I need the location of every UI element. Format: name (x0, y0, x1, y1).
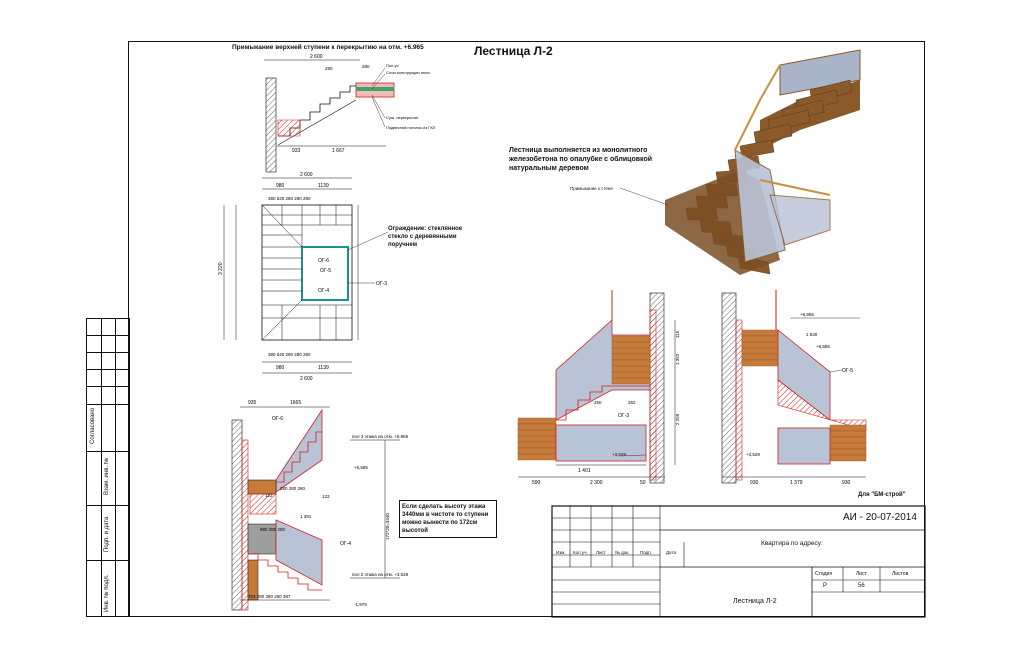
drawing-frame (128, 41, 925, 617)
drawing-title: Лестница Л-2 (474, 44, 553, 58)
junction-section: 933 1 667 2 600 280 280 Пол-ус Слои конс… (264, 54, 436, 173)
svg-text:3 220: 3 220 (218, 262, 224, 275)
svg-text:1 391: 1 391 (300, 514, 312, 519)
svg-text:930: 930 (750, 480, 759, 486)
plan-label-og3: ОГ-3 (376, 281, 387, 287)
svg-text:+3,529: +3,529 (746, 452, 760, 457)
svg-text:980 280 280: 980 280 280 (260, 527, 286, 532)
label-floor-3: пол 3 этажа на отм. +6.965 (352, 434, 409, 439)
svg-text:122: 122 (265, 493, 273, 498)
description-note: Лестница выполняется из монолитного желе… (509, 147, 653, 172)
plan-view: 2 600 980 1139 380 520 280 280 280 (218, 172, 389, 382)
svg-text:-1,979: -1,979 (354, 602, 367, 607)
stamp-header-sign: Подп. (640, 550, 652, 555)
svg-text:2 259: 2 259 (675, 413, 680, 425)
callout-slab: Суш. перекрытие (386, 115, 419, 120)
svg-text:172*20=3440: 172*20=3440 (385, 513, 390, 540)
svg-text:+3,529: +3,529 (612, 452, 626, 457)
railing-note: Ограждение: стеклянное стекло с деревянн… (388, 226, 463, 248)
stamp-sheets-header: Листов (892, 571, 909, 577)
svg-text:935: 935 (248, 400, 257, 406)
svg-text:280: 280 (325, 66, 333, 71)
isometric-view (619, 49, 861, 275)
svg-text:980: 980 (276, 365, 285, 371)
svg-text:2 600: 2 600 (300, 172, 313, 178)
plan-label-og6: ОГ-6 (318, 258, 329, 264)
section-left: 935 1665 122 280 280 280 133 980 280 280… (231, 400, 409, 611)
svg-text:50: 50 (640, 480, 646, 486)
section-right: +6,965 1 630 +6,585 ОГ-5 +3,529 930 1 37… (721, 290, 867, 486)
svg-text:ОГ-6: ОГ-6 (272, 416, 283, 422)
plan-label-og5: ОГ-5 (320, 268, 331, 274)
svg-text:262: 262 (628, 400, 636, 405)
stamp-header-kol: Кол.уч. (573, 550, 588, 555)
svg-text:703 280 280 280 387: 703 280 280 280 387 (248, 594, 291, 599)
for-label: Для "БМ-строй" (858, 492, 906, 498)
plan-label-og4: ОГ-4 (318, 288, 329, 294)
stamp-stage-header: Стадия (815, 571, 833, 577)
svg-text:380 520 280 280 280: 380 520 280 280 280 (268, 196, 311, 201)
stamp-header-list: Лист (596, 550, 606, 555)
svg-text:250: 250 (594, 400, 602, 405)
stamp-header-date: Дата (666, 550, 676, 555)
callout-layers: Слои конструкции пола (386, 70, 430, 75)
dim-1667: 1 667 (332, 148, 345, 154)
dim-top-width: 2 600 (310, 54, 323, 60)
svg-text:930: 930 (842, 480, 851, 486)
wall-junction-label: Примыкание к стене (570, 186, 613, 191)
stamp-sheet-header: Лист (856, 571, 867, 577)
svg-text:1139: 1139 (318, 365, 329, 371)
stamp-header-izm: Изм. (556, 550, 566, 555)
svg-text:2 600: 2 600 (300, 376, 313, 382)
svg-text:980: 980 (276, 183, 285, 189)
label-og4-left: ОГ-4 (340, 541, 351, 547)
stamp-stage: Р (823, 583, 828, 589)
title-block-lines (551, 505, 926, 618)
label-floor-2: пол 2 этажа на отм. +3.529 (352, 572, 409, 577)
svg-text:1 630: 1 630 (806, 332, 818, 337)
svg-text:ОГ-5: ОГ-5 (842, 368, 853, 374)
svg-text:2 300: 2 300 (590, 480, 603, 486)
svg-text:280: 280 (362, 64, 370, 69)
height-note: Если сделать высоту этажа 3440мм в чисто… (399, 500, 497, 538)
svg-text:1139: 1139 (318, 183, 329, 189)
stamp-sheet: 56 (858, 583, 865, 589)
section-subtitle: Примыкание верхней ступени к перекрытию … (232, 44, 424, 51)
svg-text:1 401: 1 401 (578, 468, 591, 474)
svg-text:ОГ-3: ОГ-3 (618, 413, 629, 419)
svg-text:280 280 280: 280 280 280 (280, 486, 306, 491)
svg-text:1 379: 1 379 (790, 480, 803, 486)
svg-text:1665: 1665 (290, 400, 301, 406)
svg-text:115: 115 (675, 330, 680, 338)
svg-text:+6,585: +6,585 (816, 344, 830, 349)
stamp-header-doc: № док. (615, 550, 630, 555)
dim-933: 933 (292, 148, 301, 154)
callout-floor: Пол-ус (386, 63, 399, 68)
svg-text:1 352: 1 352 (675, 353, 680, 365)
stamp-code: АИ - 20-07-2014 (843, 512, 917, 523)
svg-text:+6,585: +6,585 (354, 465, 368, 470)
callout-ceiling: Подвесной потолок из ГКЛ (386, 125, 436, 130)
svg-text:133: 133 (322, 494, 330, 499)
side-approval-table (86, 318, 130, 617)
svg-text:590: 590 (532, 480, 541, 486)
svg-text:+6,965: +6,965 (800, 312, 814, 317)
section-middle: 250 262 ОГ-3 +3,529 1 401 590 2 300 50 1… (517, 290, 680, 486)
stamp-sheet-name: Лестница Л-2 (733, 598, 777, 605)
svg-text:380 540 280 280 280: 380 540 280 280 280 (268, 352, 311, 357)
stamp-address: Квартира по адресу: (761, 540, 823, 547)
